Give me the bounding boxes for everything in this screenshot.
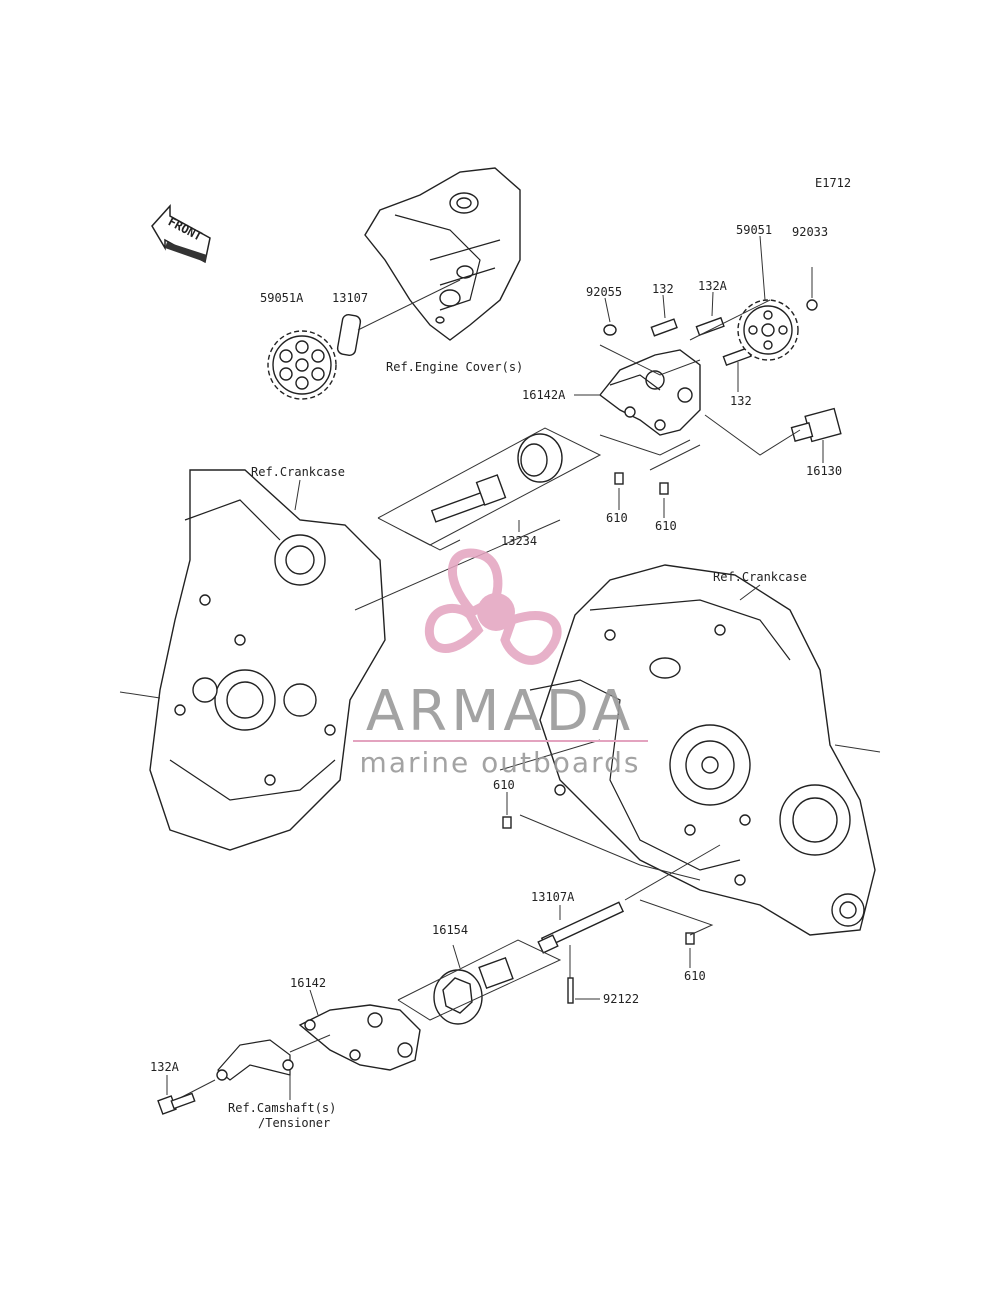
front-arrow-icon: FRONT (151, 204, 211, 264)
label-610-b: 610 (655, 519, 677, 533)
diagram-code: E1712 (815, 176, 851, 190)
label-ref-crankcase-right: Ref.Crankcase (713, 570, 807, 584)
gear-59051A (267, 330, 337, 400)
armada-watermark: ARMADA marine outboards (353, 548, 648, 779)
label-16154: 16154 (432, 923, 468, 937)
pin-13107 (336, 313, 362, 357)
leader-lines-top (574, 235, 824, 471)
label-610-d: 610 (684, 969, 706, 983)
label-59051A: 59051A (260, 291, 304, 305)
label-132A-top: 132A (698, 279, 728, 293)
crankcase-right-ref (499, 564, 881, 936)
bolt-132A (157, 1075, 196, 1115)
label-132-mid: 132 (730, 394, 752, 408)
shaft-13107A (537, 844, 721, 954)
camshaft-tensioner-ref (179, 1034, 331, 1100)
dowel-610-d (685, 932, 695, 945)
label-ref-tensioner: /Tensioner (258, 1116, 330, 1130)
oil-pump-16142 (298, 989, 421, 1071)
label-ref-camshaft: Ref.Camshaft(s) (228, 1101, 336, 1115)
label-13234: 13234 (501, 534, 537, 548)
label-59051: 59051 (736, 223, 772, 237)
label-610-a: 610 (606, 511, 628, 525)
oil-pump-16142A (599, 349, 701, 436)
label-ref-engine-cover: Ref.Engine Cover(s) (386, 360, 523, 374)
label-92033: 92033 (792, 225, 828, 239)
watermark-brand: ARMADA (366, 679, 634, 744)
label-16142: 16142 (290, 976, 326, 990)
circlip-92033 (806, 299, 818, 311)
pin-92122 (567, 945, 600, 1004)
label-ref-crankcase-left: Ref.Crankcase (251, 465, 345, 479)
label-16142A: 16142A (522, 388, 566, 402)
label-92122: 92122 (603, 992, 639, 1006)
dowel-610-a (614, 472, 624, 485)
crankcase-left-ref (119, 469, 561, 851)
gear-59051 (737, 299, 799, 361)
watermark-tagline: marine outboards (360, 746, 641, 779)
fitting-16130 (790, 407, 842, 443)
label-16130: 16130 (806, 464, 842, 478)
dowel-610-b (659, 482, 669, 495)
label-92055: 92055 (586, 285, 622, 299)
label-132-top: 132 (652, 282, 674, 296)
propeller-logo-icon (424, 548, 562, 665)
label-610-c: 610 (493, 778, 515, 792)
engine-cover-ref (364, 167, 521, 341)
label-13107A: 13107A (531, 890, 575, 904)
label-13107-top: 13107 (332, 291, 368, 305)
shaft-13234 (377, 427, 602, 551)
dowel-610-c (502, 816, 512, 829)
rotor-16154 (397, 939, 562, 1025)
label-132A-bottom: 132A (150, 1060, 180, 1074)
washer-92055 (603, 324, 617, 336)
